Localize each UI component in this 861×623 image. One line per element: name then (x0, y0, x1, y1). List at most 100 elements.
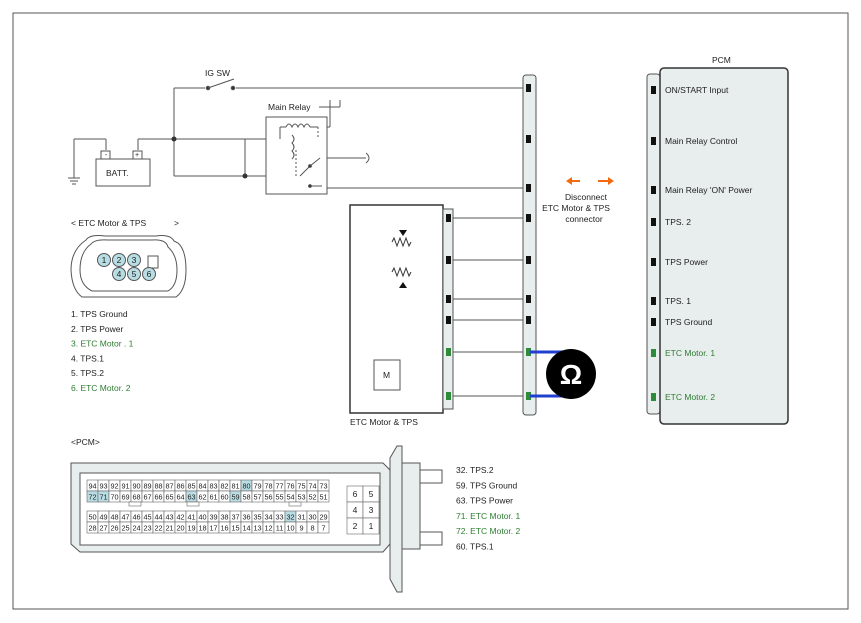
pcm-terminal-pin (651, 218, 656, 226)
etc-box-pin (446, 392, 451, 400)
pcm-connector-cell-number: 57 (253, 493, 261, 502)
pcm-connector-cell-number: 11 (276, 524, 284, 533)
pcm-connector-cell-number: 74 (308, 482, 316, 491)
pcm-connector-aux-number: 4 (353, 505, 358, 515)
pcm-connector-cell-number: 27 (99, 524, 107, 533)
pcm-connector-cell-number: 32 (286, 513, 294, 522)
pcm-connector-cell-number: 18 (198, 524, 206, 533)
pcm-connector-cell-number: 49 (99, 513, 107, 522)
etc-box-pin (446, 316, 451, 324)
terminal-pins (446, 84, 531, 400)
etc-connector-pin (97, 253, 111, 267)
pcm-terminal-pin (651, 86, 656, 94)
pcm-connector-cell-number: 48 (110, 513, 118, 522)
pcm-connector-cell-number: 66 (154, 493, 162, 502)
pcm-connector-aux-number: 6 (353, 489, 358, 499)
battery-negative-label: - (105, 152, 108, 159)
pcm-connector-cell-number: 51 (319, 493, 327, 502)
pcm-terminal-pin (651, 297, 656, 305)
pcm-connector-cell-number: 53 (297, 493, 305, 502)
pcm-connector-cell-number: 38 (220, 513, 228, 522)
pcm-connector-cell-number: 76 (286, 482, 294, 491)
pcm-connector-cell-number: 90 (132, 482, 140, 491)
pcm-connector-cell-number: 37 (231, 513, 239, 522)
pcm-connector-cell-number: 86 (176, 482, 184, 491)
pcm-terminal-label: ETC Motor. 2 (665, 392, 715, 402)
pcm-connector-cell-number: 65 (165, 493, 173, 502)
etc-connector-pin (127, 253, 141, 267)
pcm-connector-cell-number: 39 (209, 513, 217, 522)
etc-connector-pin (127, 267, 141, 281)
ohmmeter-symbol: Ω (560, 359, 582, 390)
pcm-connector-cell-number: 56 (264, 493, 272, 502)
etc-connector-pin (112, 267, 126, 281)
pcm-terminal-pin (651, 258, 656, 266)
pcm-connector-cell-number: 78 (264, 482, 272, 491)
etc-legend-item: 3. ETC Motor . 1 (71, 339, 134, 349)
pcm-connector-cell-number: 31 (297, 513, 305, 522)
pcm-terminal-label: TPS Ground (665, 317, 713, 327)
etc-connector-pin-number: 3 (132, 255, 137, 265)
pcm-terminal-label: TPS Power (665, 257, 708, 267)
pcm-legend-item: 63. TPS Power (456, 496, 513, 506)
pcm-connector-cell-number: 70 (110, 493, 118, 502)
ig-sw-label: IG SW (205, 68, 230, 78)
pcm-terminal-label: Main Relay Control (665, 136, 737, 146)
pcm-legend-item: 32. TPS.2 (456, 465, 494, 475)
pcm-terminal-label: TPS. 1 (665, 296, 691, 306)
connector-pin (526, 316, 531, 324)
pcm-connector-cell-number: 94 (88, 482, 96, 491)
etc-legend-item: 6. ETC Motor. 2 (71, 383, 131, 393)
pcm-connector-cell-number: 40 (198, 513, 206, 522)
pcm-connector-cell-number: 19 (187, 524, 195, 533)
etc-legend-item: 1. TPS Ground (71, 309, 128, 319)
pcm-connector-cell-number: 8 (310, 524, 314, 533)
pcm-connector-cell-number: 68 (132, 493, 140, 502)
pcm-connector-aux-number: 2 (353, 521, 358, 531)
pcm-terminal-pin (651, 137, 656, 145)
pcm-connector-cell-number: 26 (110, 524, 118, 533)
pcm-connector-cell-number: 25 (121, 524, 129, 533)
pcm-connector-cell-number: 33 (275, 513, 283, 522)
pcm-connector-cell-number: 60 (220, 493, 228, 502)
pcm-connector-cell-number: 85 (187, 482, 195, 491)
connector-pin (526, 135, 531, 143)
connector-pin (526, 295, 531, 303)
pcm-connector-cell-number: 42 (176, 513, 184, 522)
disconnect-note-line-2: ETC Motor & TPS (542, 203, 610, 213)
pcm-connector-cell-number: 83 (209, 482, 217, 491)
pcm-connector-cell-number: 23 (143, 524, 151, 533)
connector-pin (526, 84, 531, 92)
pcm-connector-cell-number: 67 (143, 493, 151, 502)
pcm-legend-item: 72. ETC Motor. 2 (456, 526, 521, 536)
etc-box-pin (446, 348, 451, 356)
battery: - + BATT. (95, 150, 151, 187)
pcm-connector-cell-number: 58 (242, 493, 250, 502)
pcm-connector-cell-number: 20 (176, 524, 184, 533)
pcm-terminal-label: ETC Motor. 1 (665, 348, 715, 358)
pcm-connector-cell-number: 45 (143, 513, 151, 522)
pcm-connector-cell-number: 91 (121, 482, 129, 491)
pcm-connector-cell-number: 28 (88, 524, 96, 533)
pcm-legend-item: 71. ETC Motor. 1 (456, 511, 521, 521)
etc-connector-title: < ETC Motor & TPS (71, 218, 147, 228)
etc-connector-pin (142, 267, 156, 281)
main-relay: Main Relay (265, 102, 328, 195)
pcm-connector-cell-number: 34 (264, 513, 272, 522)
disconnect-note-line-1: Disconnect (565, 192, 608, 202)
pcm-connector-cell-number: 16 (220, 524, 228, 533)
pcm-connector-cell-number: 54 (286, 493, 294, 502)
pcm-connector-cell-number: 84 (198, 482, 206, 491)
pcm-connector-cell-number: 12 (264, 524, 272, 533)
pcm-connector-cell-number: 35 (253, 513, 261, 522)
pcm-connector-cell-number: 22 (154, 524, 162, 533)
connector-pin (526, 256, 531, 264)
etc-legend-item: 5. TPS.2 (71, 368, 104, 378)
etc-motor-tps-unit: M ETC Motor & TPS (349, 204, 454, 427)
etc-box-pin (446, 256, 451, 264)
pcm-connector-cell (317, 490, 330, 503)
